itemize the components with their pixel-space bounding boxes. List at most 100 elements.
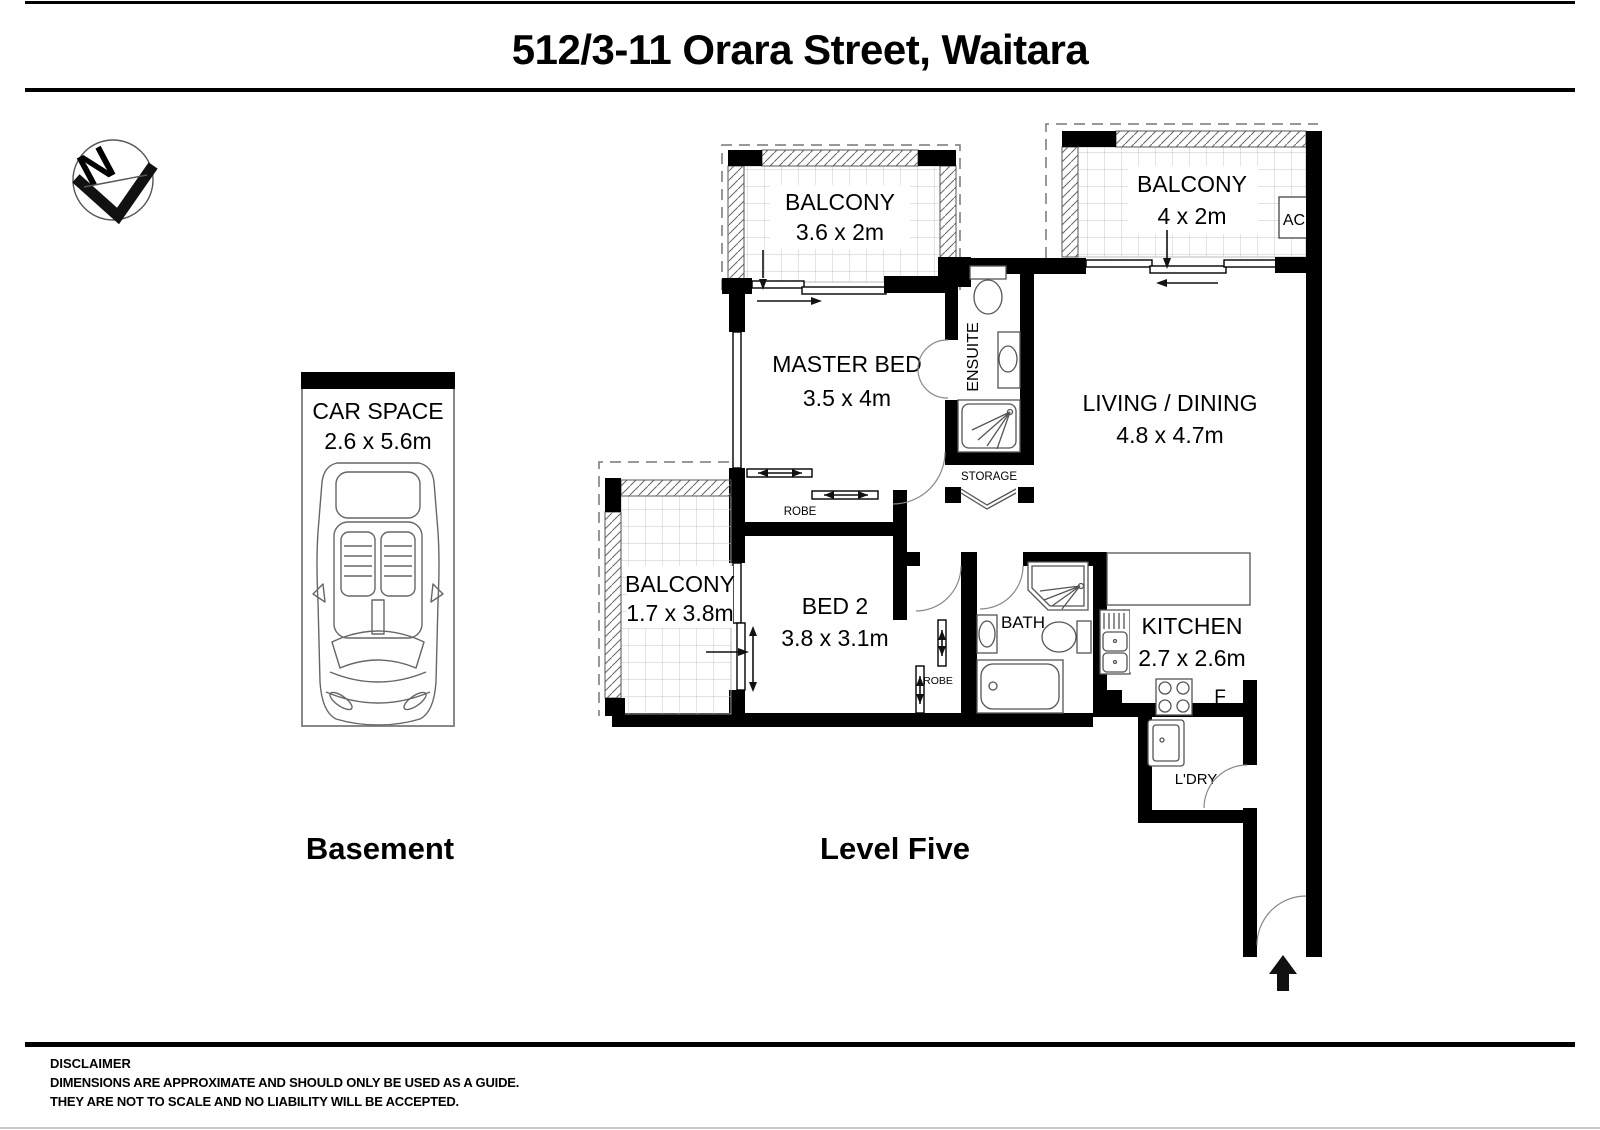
balcony-left: BALCONY 1.7 x 3.8m (598, 461, 735, 716)
car-space: CAR SPACE 2.6 x 5.6m (301, 372, 455, 727)
walls (612, 131, 1322, 957)
bottom-rule (0, 1127, 1600, 1129)
master-robe-label: ROBE (784, 506, 817, 518)
bath-basin-icon (976, 614, 998, 654)
bath-door-arc (979, 565, 1024, 610)
balcony-right-label-box (1128, 166, 1258, 234)
kitchen-label: KITCHEN (1142, 613, 1243, 639)
page-title: 512/3-11 Orara Street, Waitara (511, 26, 1089, 73)
balcony-left-dims: 1.7 x 3.8m (626, 600, 733, 626)
laundry: L'DRY (1147, 719, 1248, 809)
ensuite-door-arc-1 (917, 339, 949, 370)
ensuite-door-arc-2 (917, 368, 949, 399)
balcony-right-label: BALCONY (1137, 171, 1247, 197)
bath-label: BATH (1001, 613, 1045, 632)
disclaimer: DISCLAIMER DIMENSIONS ARE APPROXIMATE AN… (50, 1054, 519, 1111)
toilet-icon (969, 265, 1007, 315)
wall-right-exterior (1306, 131, 1322, 957)
fridge-label: F (1214, 687, 1226, 708)
wall-laundry-bottom (1138, 810, 1257, 823)
footer-rule (25, 1042, 1575, 1047)
kitchen-label-box (1130, 606, 1252, 672)
master-window-track-2 (801, 286, 887, 295)
ac-unit-label: AC (1283, 212, 1305, 229)
balcony-left-label: BALCONY (625, 571, 735, 597)
laundry-door-arc (1203, 764, 1248, 809)
compass-north-label: N (69, 135, 123, 197)
door-arrows (706, 230, 1218, 692)
entry-door-arc (1256, 895, 1307, 946)
balcony-right-hatch-top (1115, 130, 1307, 148)
balcony-left-label-box (627, 566, 733, 628)
wall-corridor-left-lower (1243, 808, 1257, 957)
bath-toilet-icon (1041, 620, 1092, 654)
storage-door-icon (960, 488, 1017, 510)
kitchen-dims: 2.7 x 2.6m (1138, 645, 1245, 671)
balcony-left-hatch-top (620, 479, 732, 497)
kitchen-sink-icon (1099, 609, 1131, 675)
master-door-arc (892, 451, 946, 505)
car-space-label: CAR SPACE (312, 398, 443, 424)
balcony-top-label-box (770, 185, 910, 249)
wall-bottom-exterior (612, 713, 1093, 727)
car-space-dims: 2.6 x 5.6m (324, 428, 431, 454)
car-space-top-wall (301, 372, 455, 389)
ensuite: ENSUITE (917, 265, 1021, 453)
ensuite-shower-icon (957, 399, 1021, 453)
living-window-track-3 (1223, 259, 1278, 268)
north-compass: N (69, 135, 158, 225)
kitchen-counter (1106, 552, 1251, 606)
balcony-right-dashed-outline (1045, 123, 1318, 258)
wall-bed2-top (729, 522, 893, 536)
bed2-robe: ROBE (915, 619, 953, 714)
bath: BATH (976, 561, 1092, 714)
title-rule (25, 88, 1575, 92)
master-bed-label: MASTER BED (772, 351, 922, 377)
master-bed-dims: 3.5 x 4m (803, 385, 891, 411)
bed2-robe-label: ROBE (923, 675, 953, 687)
disclaimer-line-1: DIMENSIONS ARE APPROXIMATE AND SHOULD ON… (50, 1075, 520, 1090)
bed2-balcony-door-track-2 (736, 622, 746, 691)
bed2-door-arc (915, 565, 962, 612)
balcony-right-hatch-left (1061, 146, 1079, 258)
car-top-view-icon (312, 462, 444, 726)
ensuite-basin-icon (997, 331, 1021, 389)
compass-arrow-icon (72, 162, 158, 225)
storage: STORAGE (960, 471, 1017, 510)
balcony-right: BALCONY 4 x 2m AC (1045, 123, 1318, 258)
laundry-label: L'DRY (1175, 771, 1218, 788)
balcony-left-hatch-left (604, 511, 622, 699)
balcony-right-dims: 4 x 2m (1157, 203, 1226, 229)
entry-arrow-icon (1269, 955, 1297, 991)
master-window-track-1 (751, 280, 805, 289)
wall-bath-left (961, 552, 977, 713)
bed2-dims: 3.8 x 3.1m (781, 625, 888, 651)
disclaimer-heading: DISCLAIMER (50, 1056, 131, 1071)
storage-label: STORAGE (961, 471, 1017, 483)
compass-circle (72, 139, 154, 221)
level-five-section-label: Level Five (820, 831, 970, 866)
kitchen: KITCHEN 2.7 x 2.6m F (1099, 552, 1252, 716)
wall-ensuite-right (1020, 274, 1034, 452)
balcony-top-label: BALCONY (785, 189, 895, 215)
bathtub-icon (976, 659, 1064, 714)
compass-arrow-line (83, 174, 148, 188)
balcony-top-hatch-left (727, 165, 745, 283)
living-dining-label: LIVING / DINING (1082, 390, 1257, 416)
basement-section-label: Basement (305, 831, 455, 866)
laundry-tub-icon (1147, 719, 1185, 767)
wall-storage-top (945, 452, 1034, 465)
disclaimer-line-2: THEY ARE NOT TO SCALE AND NO LIABILITY W… (50, 1094, 459, 1109)
ensuite-label: ENSUITE (965, 322, 982, 391)
wall-corridor-left-upper (1243, 680, 1257, 765)
master-side-window (732, 331, 742, 469)
living-dining-dims: 4.8 x 4.7m (1116, 422, 1223, 448)
top-rule (25, 1, 1575, 4)
master-robe: ROBE (746, 468, 879, 518)
bed2-label: BED 2 (802, 593, 868, 619)
bath-shower-icon (1027, 561, 1089, 611)
entry (1256, 895, 1307, 991)
balcony-left-dashed-outline (598, 461, 729, 716)
